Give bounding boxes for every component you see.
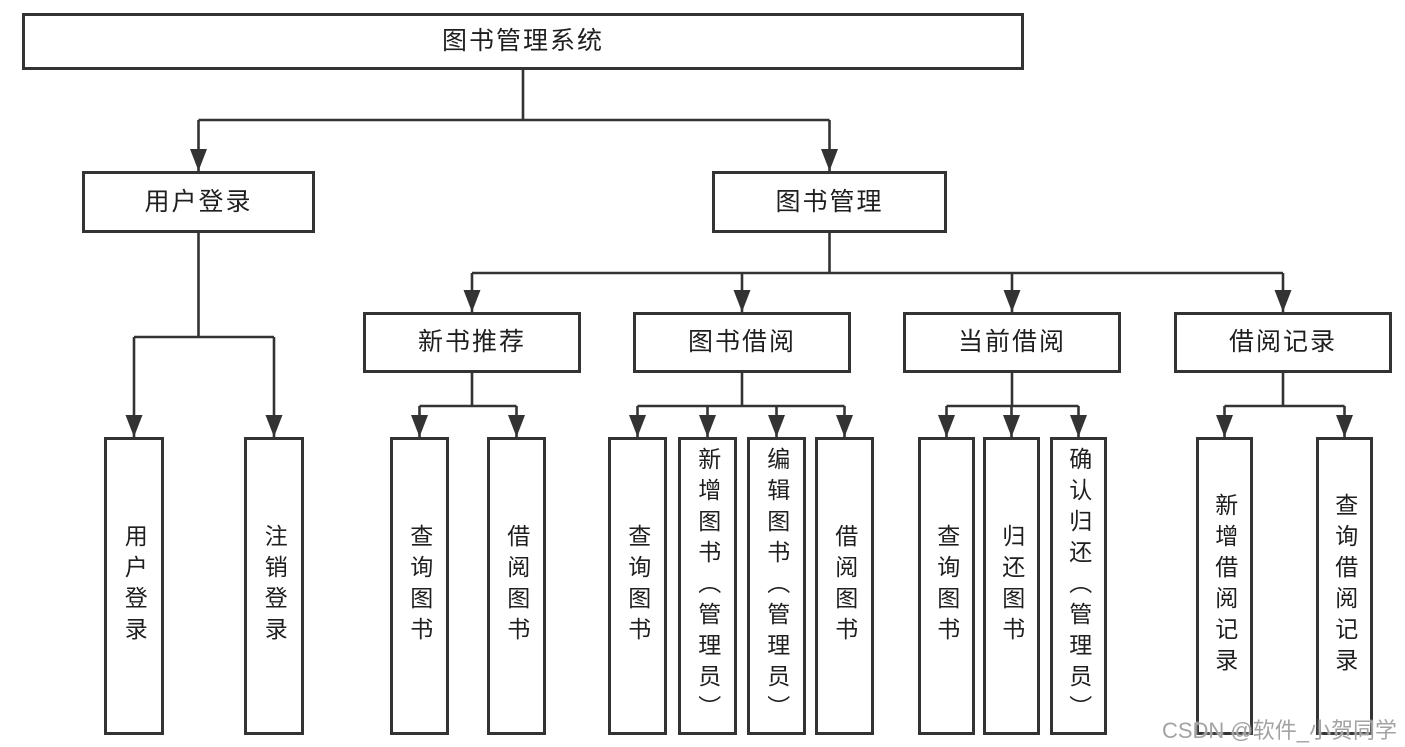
leaf-br-add-record: 新增借阅记录 (1196, 437, 1253, 735)
node-library-management-system: 图书管理系统 (22, 13, 1024, 70)
node-new-book-recommend: 新书推荐 (363, 312, 581, 373)
csdn-watermark: CSDN @软件_小贺同学 (1161, 718, 1397, 743)
node-user-login: 用户登录 (82, 171, 315, 233)
leaf-nbr-borrow-book: 借阅图书 (487, 437, 546, 735)
leaf-bb-borrow-book: 借阅图书 (815, 437, 874, 735)
leaf-user-login: 用户登录 (104, 437, 164, 735)
leaf-nbr-query-book: 查询图书 (390, 437, 449, 735)
leaf-cb-confirm-return-admin: 确认归还（管理员） (1050, 437, 1107, 735)
leaf-cb-query-book: 查询图书 (918, 437, 975, 735)
leaf-bb-add-book-admin: 新增图书（管理员） (678, 437, 737, 735)
node-borrow-records: 借阅记录 (1174, 312, 1392, 373)
leaf-bb-query-book: 查询图书 (608, 437, 667, 735)
leaf-cb-return-book: 归还图书 (983, 437, 1040, 735)
leaf-logout-login: 注销登录 (244, 437, 304, 735)
leaf-bb-edit-book-admin: 编辑图书（管理员） (747, 437, 806, 735)
node-current-borrow: 当前借阅 (903, 312, 1121, 373)
node-book-borrow: 图书借阅 (633, 312, 851, 373)
leaf-br-query-record: 查询借阅记录 (1316, 437, 1373, 735)
node-book-management: 图书管理 (712, 171, 947, 233)
